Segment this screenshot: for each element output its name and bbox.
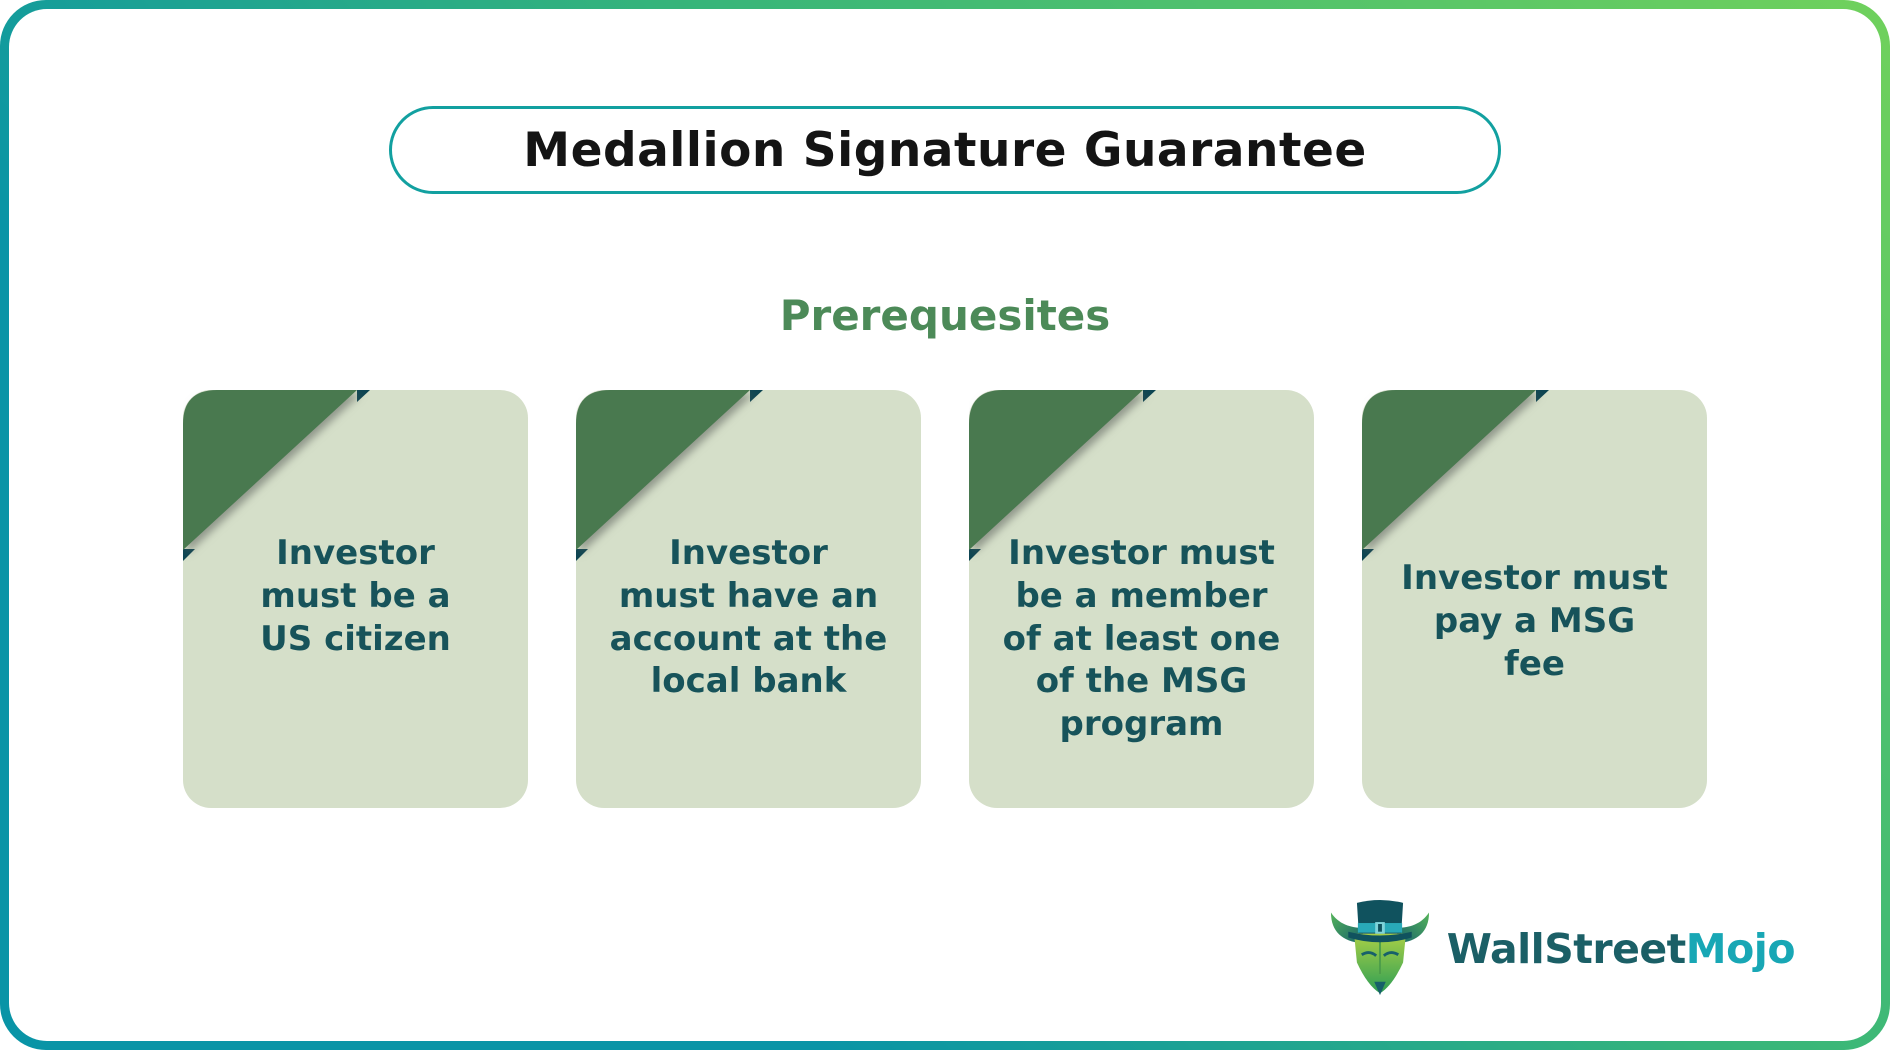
brand-name-secondary: Mojo <box>1685 925 1796 973</box>
card-text: Investor must be a US citizen <box>260 533 451 659</box>
card-text: Investor must pay a MSG fee <box>1401 558 1668 684</box>
infographic-canvas: Medallion Signature Guarantee Prerequesi… <box>9 9 1881 1041</box>
prerequisite-card-1: Investor must be a US citizen <box>183 390 528 808</box>
prerequisite-card-4: Investor must pay a MSG fee <box>1362 390 1707 808</box>
card-text: Investor must be a member of at least on… <box>1002 533 1281 745</box>
brand-name: WallStreetMojo <box>1446 925 1796 973</box>
brand-name-primary: WallStreet <box>1446 925 1687 973</box>
brand-logo: WallStreetMojo <box>1327 899 1796 999</box>
section-subtitle: Prerequesites <box>779 291 1111 340</box>
prerequisite-card-3: Investor must be a member of at least on… <box>969 390 1314 808</box>
bull-mascot-icon <box>1330 899 1429 996</box>
prerequisites-row: Investor must be a US citizen Investor m… <box>9 390 1881 808</box>
page-title: Medallion Signature Guarantee <box>523 122 1367 178</box>
card-text: Investor must have an account at the loc… <box>609 533 888 702</box>
prerequisite-card-2: Investor must have an account at the loc… <box>576 390 921 808</box>
title-pill: Medallion Signature Guarantee <box>389 106 1501 194</box>
